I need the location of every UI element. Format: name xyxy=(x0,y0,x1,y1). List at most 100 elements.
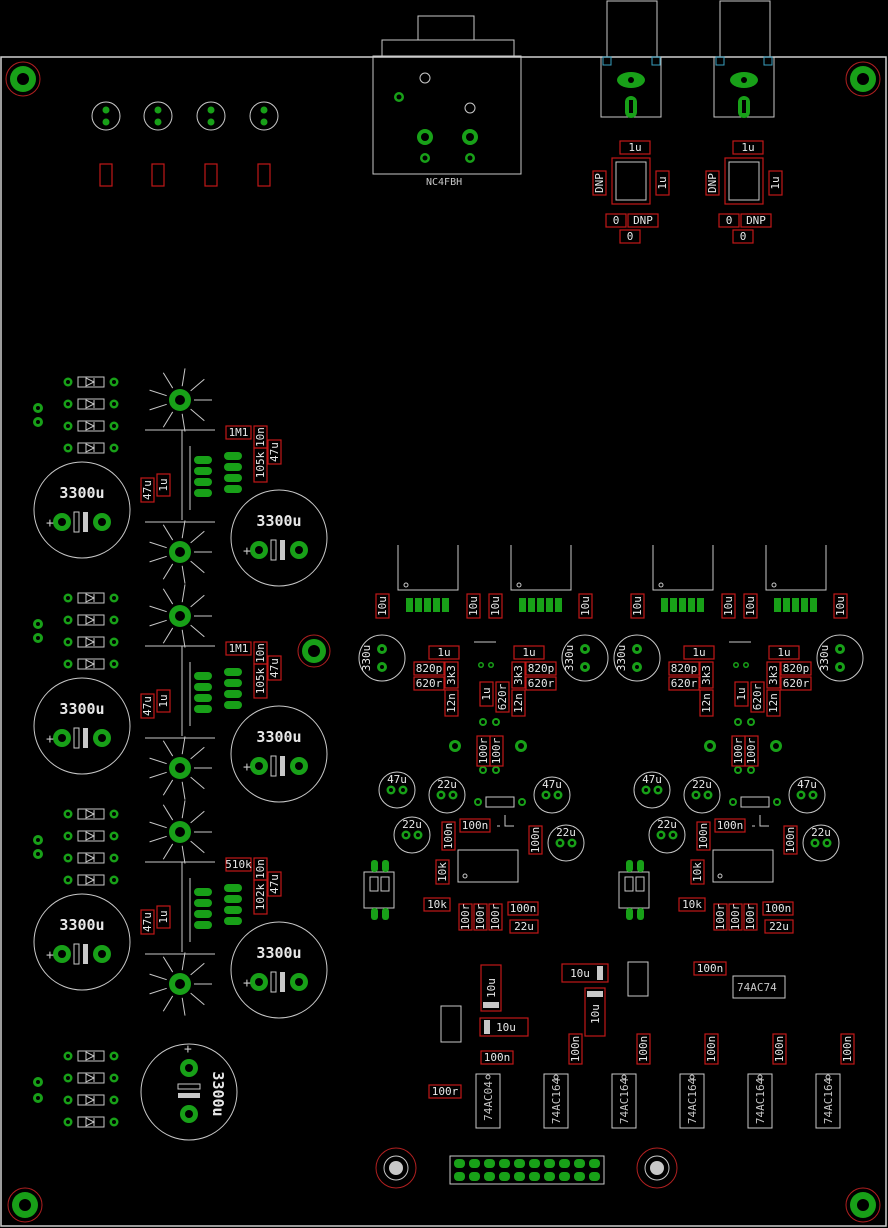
value-label: 10u xyxy=(466,593,481,619)
value-text: 100n xyxy=(697,823,710,850)
value-text: 100n xyxy=(841,1036,854,1063)
diode xyxy=(63,376,119,388)
value-text: 100r xyxy=(732,737,745,764)
electrolytic-capacitor: 22u xyxy=(683,776,721,814)
value-label: 100r xyxy=(489,735,504,767)
value-label: 10u xyxy=(833,593,848,619)
led xyxy=(91,101,121,187)
value-label: 820p xyxy=(525,661,557,676)
electrolytic-capacitor: 330u xyxy=(358,634,406,682)
heatsink xyxy=(149,584,212,648)
value-text: 100r xyxy=(490,737,503,764)
value-text: 1M1 xyxy=(229,642,249,655)
value-text: 47u xyxy=(141,480,154,500)
smd-capacitor: 10u xyxy=(584,987,606,1037)
value-label: 1u xyxy=(768,645,800,660)
value-text: 10u xyxy=(376,596,389,616)
value-label: 1u xyxy=(156,473,171,497)
value-label: 0 xyxy=(605,213,627,228)
value-text: 100n xyxy=(637,1036,650,1063)
opamp-ic xyxy=(712,849,774,883)
value-text: 100r xyxy=(714,903,727,930)
capacitor-value: 3300u xyxy=(59,700,104,718)
ic-74ac04: 74AC04 xyxy=(475,1073,501,1129)
value-text: 100r xyxy=(744,903,757,930)
value-text: 12n xyxy=(700,693,713,713)
capacitor-value: 3300u xyxy=(256,728,301,746)
value-label: 10u xyxy=(578,593,593,619)
value-text: 1u xyxy=(480,687,493,700)
value-text: 100n xyxy=(697,962,724,975)
value-text: 12n xyxy=(512,693,525,713)
value-label: 1u xyxy=(156,689,171,713)
power-transistor xyxy=(510,545,572,612)
capacitor-value: 22u xyxy=(811,826,831,839)
value-label: 1u xyxy=(619,140,651,155)
value-label: 100n xyxy=(762,901,794,916)
value-text: 10u xyxy=(722,596,735,616)
value-text: 100n xyxy=(784,827,797,854)
capacitor-value: 22u xyxy=(556,826,576,839)
value-label: 105k xyxy=(253,447,268,483)
diode xyxy=(63,442,119,454)
value-label: 10n xyxy=(253,425,268,449)
heatsink xyxy=(149,800,212,864)
capacitor-value: 3300u xyxy=(59,484,104,502)
value-text: 10n xyxy=(254,643,267,663)
electrolytic-capacitor: 22u xyxy=(428,776,466,814)
diode xyxy=(63,658,119,670)
value-text: 100n xyxy=(705,1036,718,1063)
value-label: 10k xyxy=(678,897,706,912)
value-label: 22u xyxy=(764,919,794,934)
value-text: 10u xyxy=(744,596,757,616)
value-text: 10n xyxy=(254,427,267,447)
capacitor-value: 3300u xyxy=(209,1071,227,1116)
value-text: 100n xyxy=(765,902,792,915)
capacitor-value: 330u xyxy=(563,645,576,672)
value-text: 820p xyxy=(783,662,810,675)
capacitor-value: 22u xyxy=(402,818,422,831)
value-text: 10u xyxy=(579,596,592,616)
value-label: 1u xyxy=(428,645,460,660)
electrolytic-capacitor: +3300u xyxy=(33,461,131,559)
ic-label: 74AC04 xyxy=(482,1081,495,1121)
value-label: 47u xyxy=(140,693,155,719)
value-text: 10u xyxy=(589,1004,602,1024)
capacitor-value: 22u xyxy=(692,778,712,791)
mounting-hole xyxy=(636,1147,678,1189)
value-label: 100r xyxy=(488,903,503,931)
value-text: 1u xyxy=(735,687,748,700)
value-text: 0 xyxy=(726,214,733,227)
value-text: 47u xyxy=(268,658,281,678)
value-label: 1u xyxy=(156,905,171,929)
board-outline xyxy=(0,56,887,1227)
value-label: 100n xyxy=(772,1033,787,1065)
value-text: 10u xyxy=(834,596,847,616)
ic-label: 74AC164 xyxy=(686,1077,699,1124)
value-text: 10u xyxy=(496,1021,516,1034)
diode xyxy=(63,636,119,648)
svg-text:+: + xyxy=(243,760,251,775)
value-label: DNP xyxy=(705,170,720,196)
dip-switch xyxy=(618,860,650,920)
value-text: 10k xyxy=(691,862,704,882)
value-label: 620r xyxy=(780,676,812,691)
value-text: 1u xyxy=(628,141,641,154)
value-label: 100r xyxy=(728,903,743,931)
electrolytic-capacitor: 47u xyxy=(788,776,826,814)
diode xyxy=(63,1072,119,1084)
value-label: 47u xyxy=(267,871,282,897)
value-text: 12n xyxy=(767,693,780,713)
value-text: 1u xyxy=(157,694,170,707)
mounting-hole xyxy=(845,61,881,97)
value-label: 820p xyxy=(780,661,812,676)
pin-header xyxy=(449,1155,605,1185)
value-text: DNP xyxy=(633,214,653,227)
value-label: 820p xyxy=(413,661,445,676)
electrolytic-capacitor: +3300u xyxy=(33,893,131,991)
electrolytic-capacitor: 47u xyxy=(633,771,671,809)
value-label: 1u xyxy=(732,140,764,155)
value-text: 100r xyxy=(477,737,490,764)
